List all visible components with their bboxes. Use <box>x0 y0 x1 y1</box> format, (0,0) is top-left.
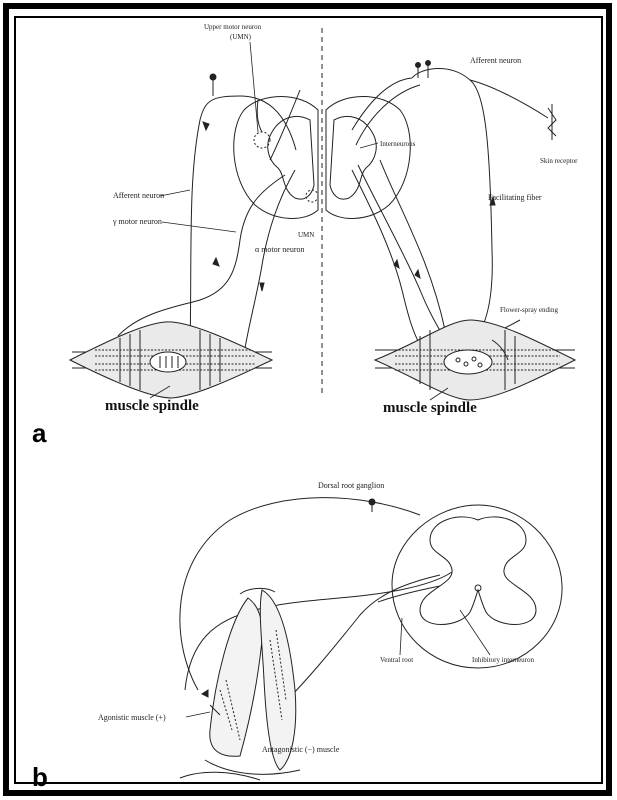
label-agonistic-muscle: Agonistic muscle (+) <box>98 713 166 722</box>
spinal-cord-left <box>234 97 318 219</box>
label-umn-center: UMN <box>298 231 314 239</box>
label-ventral-root: Ventral root <box>380 656 413 664</box>
label-alpha-motor-neuron: α motor neuron <box>255 245 305 254</box>
panel-b <box>180 498 562 780</box>
alpha-path <box>245 170 295 348</box>
label-interneurons: Interneurons <box>380 140 416 148</box>
label-flower-spray-ending: Flower-spray ending <box>500 306 558 314</box>
label-umn-abbrev: (UMN) <box>230 33 252 41</box>
panel-a-letter: a <box>32 418 47 448</box>
label-afferent-neuron-left: Afferent neuron <box>113 191 164 200</box>
label-antagonistic-muscle: Antagonistic (−) muscle <box>262 745 340 754</box>
label-gamma-motor-neuron: γ motor neuron <box>112 217 162 226</box>
label-skin-receptor: Skin receptor <box>540 157 578 165</box>
panel-a <box>70 28 575 400</box>
spindle-right <box>375 320 575 400</box>
label-muscle-spindle-right: muscle spindle <box>383 400 477 416</box>
label-inhibitory-interneuron: Inhibitory interneuron <box>472 656 535 664</box>
label-upper-motor-neuron: Upper motor neuron <box>204 23 262 31</box>
panel-b-letter: b <box>32 762 48 792</box>
dorsal-root-ganglion <box>369 499 375 505</box>
spinal-cord-b <box>392 505 562 668</box>
label-afferent-neuron-right: Afferent neuron <box>470 56 521 65</box>
ventral-path-1 <box>276 575 440 710</box>
ganglion-left <box>210 74 216 80</box>
label-facilitating-fiber: Facilitating fiber <box>488 193 542 202</box>
afferent-path-left <box>190 96 296 350</box>
afferent-path-right <box>412 68 492 345</box>
label-dorsal-root-ganglion: Dorsal root ganglion <box>318 481 384 490</box>
spindle-left <box>70 322 272 398</box>
label-muscle-spindle-left: muscle spindle <box>105 398 199 414</box>
skin-receptor <box>548 104 556 140</box>
